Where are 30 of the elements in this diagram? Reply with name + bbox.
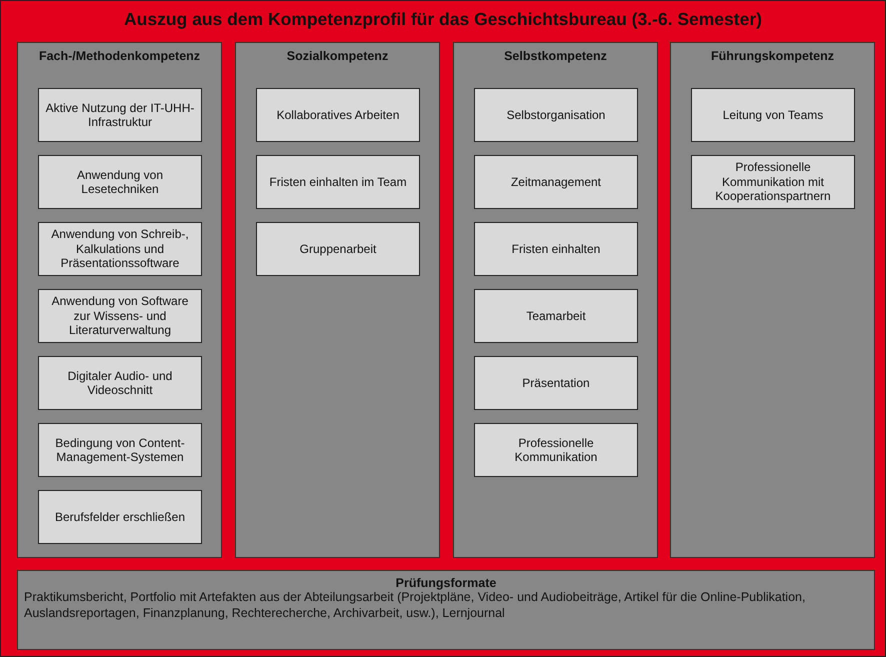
competence-box: Professionelle Kommunikation: [474, 423, 638, 477]
competence-box: Präsentation: [474, 356, 638, 410]
competence-box: Berufsfelder erschließen: [38, 490, 202, 544]
competence-box: Gruppenarbeit: [256, 222, 420, 276]
competence-box: Fristen einhalten im Team: [256, 155, 420, 209]
column-heading: Fach-/Methodenkompetenz: [38, 49, 202, 63]
competence-box: Professionelle Kommunikation mit Kooperationspartnern: [691, 155, 855, 209]
competence-box: Anwendung von Lesetechniken: [38, 155, 202, 209]
column-heading: Selbstkompetenz: [503, 49, 608, 63]
category-column: [670, 42, 875, 558]
competence-box: Aktive Nutzung der IT-UHH-Infrastruktur: [38, 88, 202, 142]
competence-box: Teamarbeit: [474, 289, 638, 343]
column-heading: Sozialkompetenz: [286, 49, 390, 63]
competence-box: Bedingung von Content-Management-Systemen: [38, 423, 202, 477]
panel-heading: Prüfungsformate: [394, 576, 498, 590]
category-column: [235, 42, 440, 558]
competence-box: Kollaboratives Arbeiten: [256, 88, 420, 142]
competence-box: Digitaler Audio- und Videoschnitt: [38, 356, 202, 410]
competence-box: Anwendung von Schreib-, Kalkulations und Präsentationssoftware: [38, 222, 202, 276]
competence-box: Anwendung von Software zur Wissens- und Literaturverwaltung: [38, 289, 202, 343]
exam-formats-panel: [17, 570, 875, 650]
category-column: [453, 42, 658, 558]
competence-box: Selbstorganisation: [474, 88, 638, 142]
panel-text: Praktikumsbericht, Portfolio mit Artefakten aus der Abteilungsarbeit (Projektpläne, Video- und Audiobeiträge, Artikel für die Online-Publikation, Auslandsreportagen, Finanzplanung, Rechterecherche, Archivarbeit, usw.), Lernjournal: [24, 590, 806, 621]
category-column: [17, 42, 222, 558]
competence-box: Zeitmanagement: [474, 155, 638, 209]
title: Auszug aus dem Kompetenzprofil für das Geschichtsbureau (3.-6. Semester): [123, 9, 763, 30]
competence-box: Fristen einhalten: [474, 222, 638, 276]
column-heading: Führungskompetenz: [710, 49, 835, 63]
competence-box: Leitung von Teams: [691, 88, 855, 142]
